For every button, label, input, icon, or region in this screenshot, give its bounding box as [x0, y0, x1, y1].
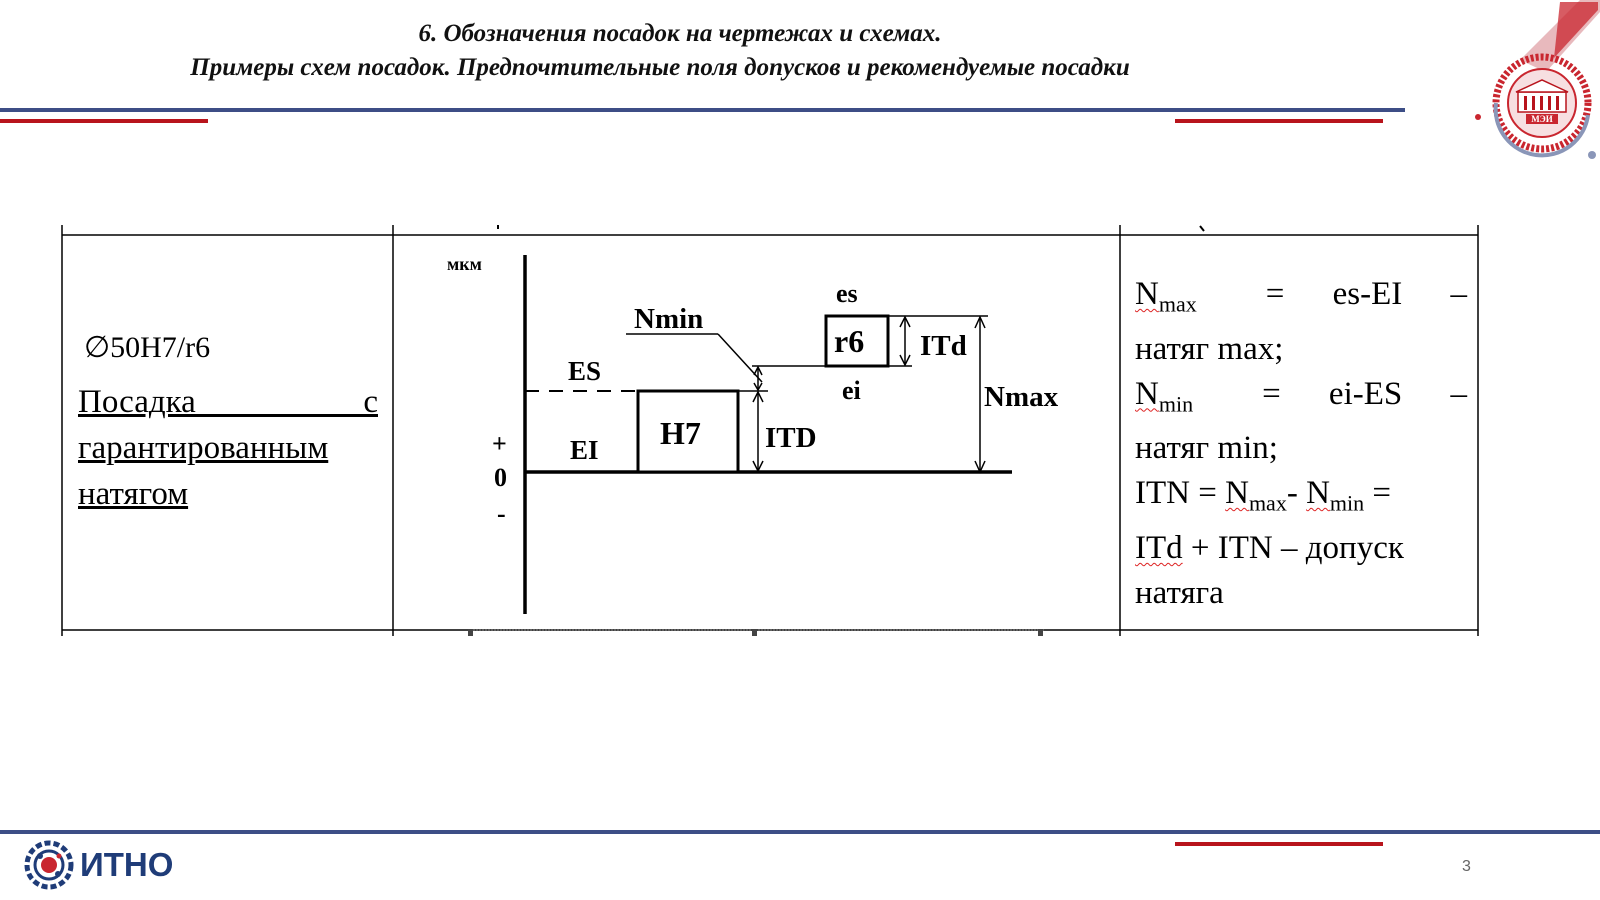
itn-formula: ITN = Nmax- Nmin = [1135, 475, 1392, 516]
unit-label: мкм [447, 254, 482, 274]
header-navy-rule [0, 108, 1405, 112]
shaft-field-label: r6 [834, 323, 864, 359]
emblem-text: МЭИ [1531, 114, 1553, 124]
es-upper-label: ES [568, 356, 601, 386]
ei-lower-label: ei [842, 376, 861, 405]
nmax-description: натяг max; [1135, 330, 1284, 367]
ei-upper-label: EI [570, 435, 599, 465]
nmax-label: Nmax [984, 381, 1059, 413]
header-red-rule-right [1175, 119, 1383, 123]
nmin-label: Nmin [634, 303, 703, 335]
footer-brand: ИТНО [80, 846, 174, 883]
formulas-cell: Nmax = es-EI – натяг max; Nmin = ei-ES –… [1135, 272, 1467, 616]
footer-navy-rule [0, 830, 1600, 834]
zero-label: 0 [494, 463, 507, 492]
fit-description: Посадка с гарантированным натягом [78, 379, 378, 517]
footer-logo: ИТНО [22, 838, 173, 892]
fit-description-line-1: Посадка с [78, 384, 378, 420]
plus-sign: + [492, 429, 507, 458]
nmin-formula: Nmin = ei-ES – [1135, 375, 1467, 417]
itn-description: натяга [1135, 574, 1224, 611]
nmin-description: натяг min; [1135, 430, 1278, 467]
gear-logo-icon [24, 840, 74, 890]
footer-red-rule [1175, 842, 1383, 846]
itd-shaft-label: ITd [920, 330, 967, 362]
es-lower-label: es [836, 279, 858, 308]
fit-description-line-2: гарантированным [78, 430, 329, 466]
header-red-rule-left [0, 119, 208, 123]
itd-hole-label: ITD [765, 422, 817, 454]
university-emblem: МЭИ [1475, 0, 1600, 159]
slide-title-line-1: 6. Обозначения посадок на чертежах и схе… [418, 20, 942, 47]
page-number: 3 [1462, 858, 1471, 875]
fit-code: ∅50H7/r6 [84, 331, 211, 364]
fit-description-cell: ∅50H7/r6 Посадка с гарантированным натяг… [78, 330, 378, 517]
hole-field-label: H7 [660, 415, 701, 451]
nmax-formula: Nmax = es-EI – [1135, 276, 1467, 317]
fit-description-line-3: натягом [78, 476, 189, 512]
slide-title-line-2: Примеры схем посадок. Предпочтительные п… [190, 54, 1130, 81]
minus-sign: - [497, 499, 506, 528]
itn-formula-cont: ITd + ITN – допуск [1135, 529, 1404, 566]
